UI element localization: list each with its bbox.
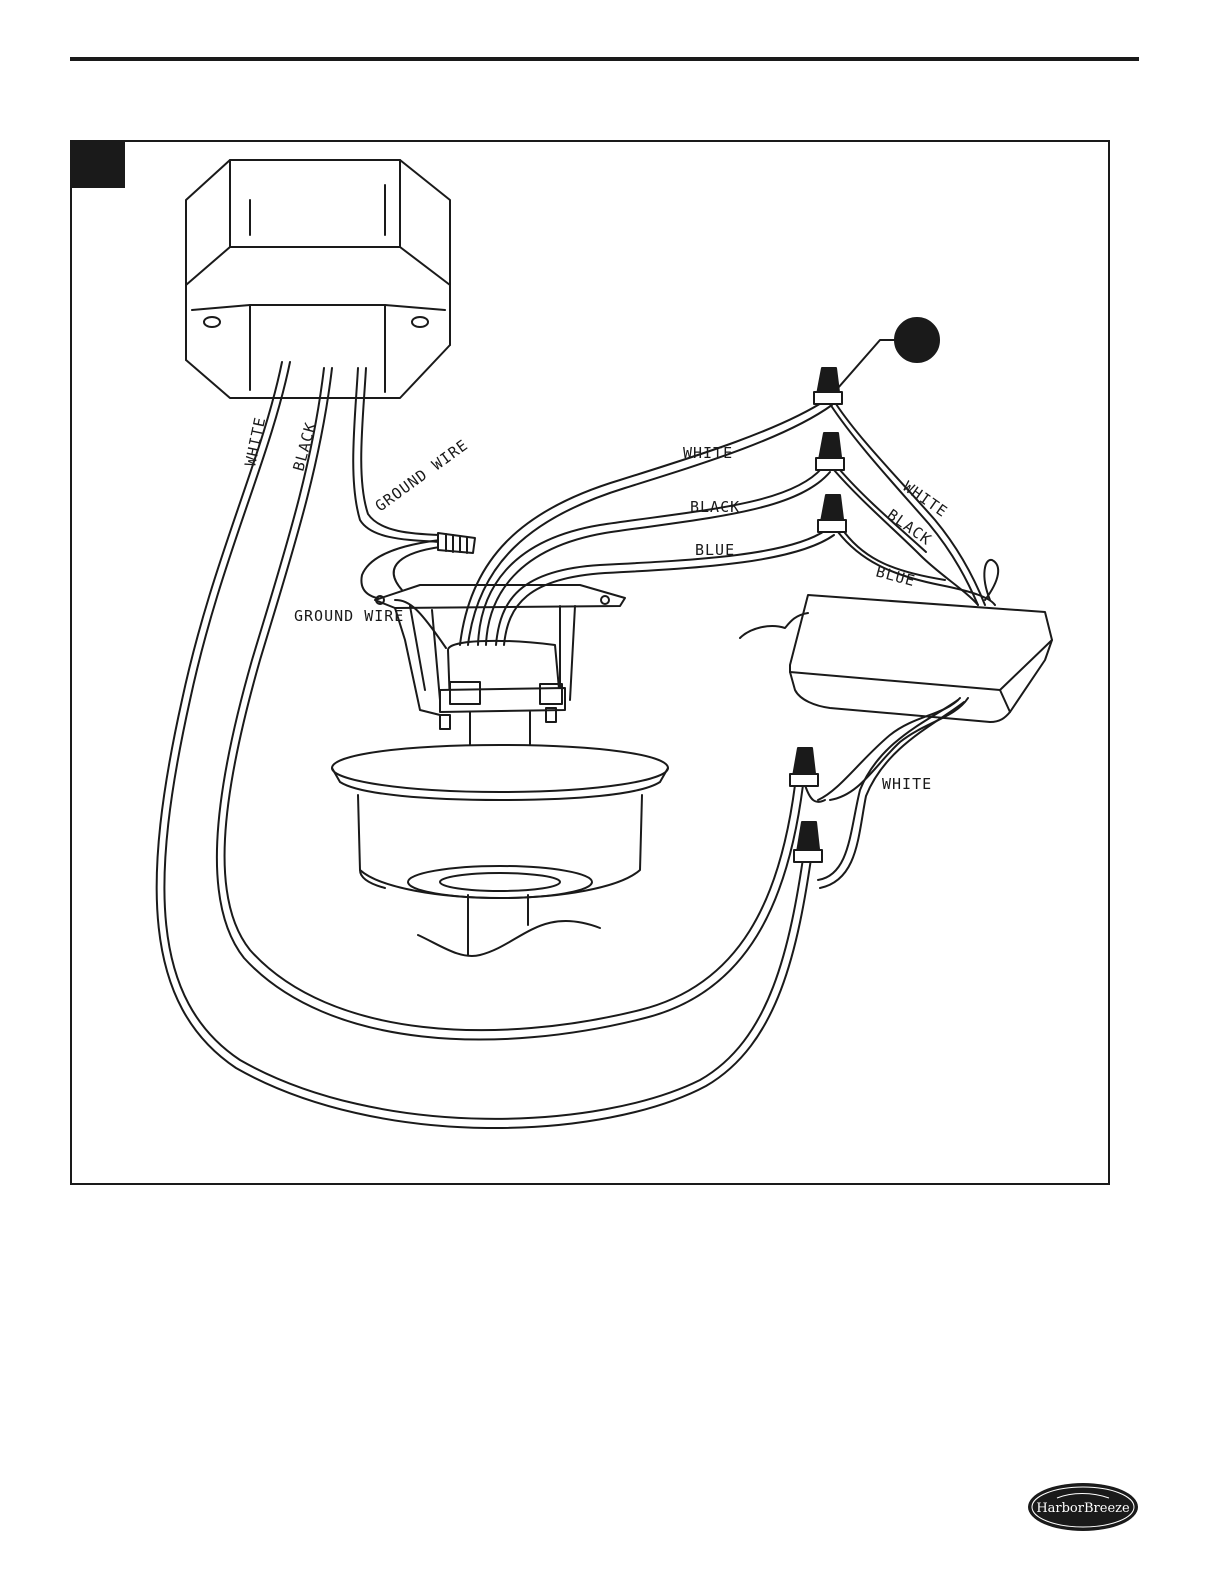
receiver-box xyxy=(740,595,1052,722)
logo-text: HarborBreeze xyxy=(1036,1501,1130,1516)
connector-bottom-lower xyxy=(794,822,822,862)
connector-bottom-upper xyxy=(790,748,818,786)
label-ground-wire-top: GROUND WIRE xyxy=(372,436,472,515)
label-fan-blue: BLUE xyxy=(695,541,735,559)
connector-lower xyxy=(818,495,846,532)
harbor-breeze-logo: HarborBreeze xyxy=(1027,1482,1139,1532)
label-fan-black: BLACK xyxy=(690,498,740,516)
label-fan-white: WHITE xyxy=(683,444,733,462)
label-house-white: WHITE xyxy=(241,415,269,468)
hanger-ball xyxy=(440,641,565,760)
connector-top xyxy=(814,368,842,404)
label-receiver-blue: BLUE xyxy=(874,562,917,590)
callout-marker xyxy=(838,318,939,388)
junction-box xyxy=(186,160,450,398)
connector-middle xyxy=(816,433,844,470)
label-ground-wire-bracket: GROUND WIRE xyxy=(294,607,404,625)
ground-wire-connector xyxy=(438,533,475,553)
fan-motor-housing xyxy=(332,745,668,956)
receiver-output-wires xyxy=(805,698,968,888)
label-receiver-out-white: WHITE xyxy=(882,775,932,793)
